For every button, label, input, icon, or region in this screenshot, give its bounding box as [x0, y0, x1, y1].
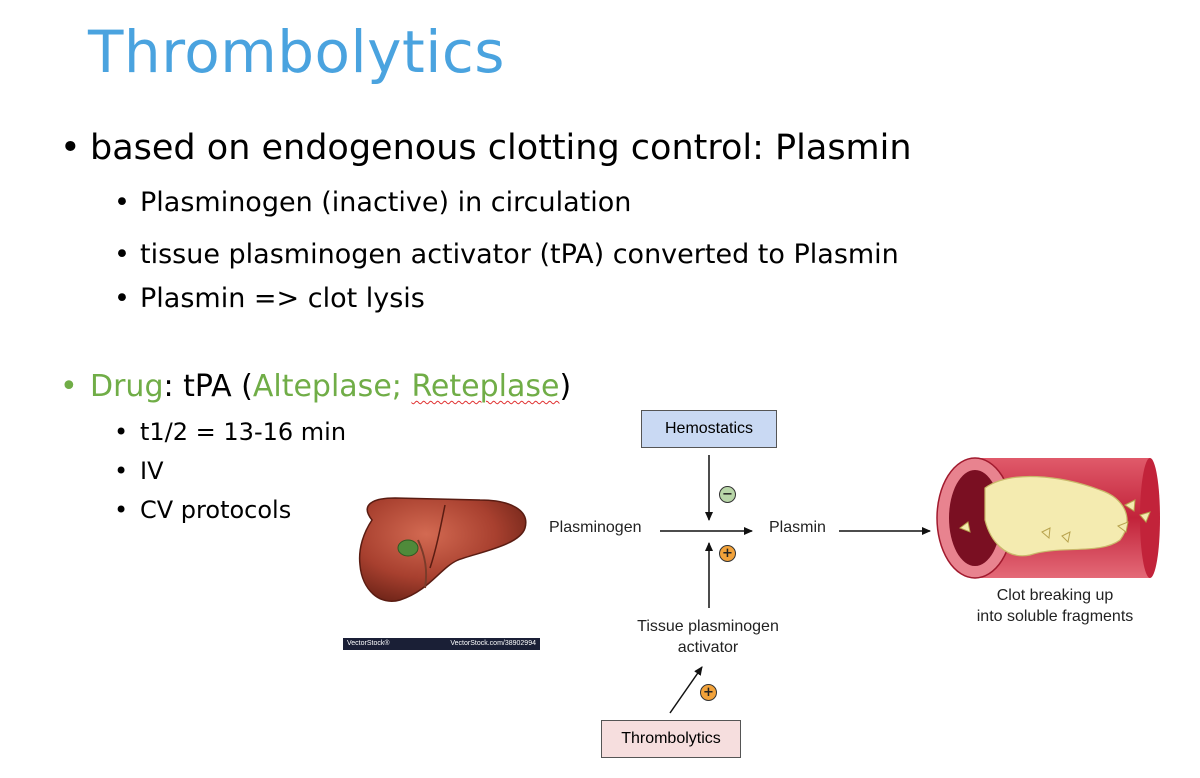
bullet-dot: •: [114, 457, 129, 485]
drug-item-text: CV protocols: [140, 496, 292, 524]
tpa-label-line2: activator: [677, 639, 739, 656]
drug-item-2: • IV: [114, 457, 164, 485]
drug-name-alteplase: Alteplase: [252, 369, 392, 404]
tpa-label: Tissue plasminogen activator: [620, 616, 796, 658]
sub-bullet-text: Plasmin => clot lysis: [140, 283, 425, 314]
vectorstock-watermark: VectorStock® VectorStock.com/38902994: [343, 638, 540, 650]
drug-item-1: • t1/2 = 13-16 min: [114, 418, 346, 446]
thrombolytics-box: Thrombolytics: [601, 720, 741, 758]
bullet-dot: •: [114, 496, 129, 524]
bullet-dot: •: [114, 239, 130, 270]
drug-name-reteplase: Reteplase: [411, 369, 560, 404]
drug-item-text: IV: [140, 457, 164, 485]
inhibit-sign: −: [719, 486, 736, 503]
bullet-dot: •: [60, 369, 78, 404]
clot-label: Clot breaking up into soluble fragments: [960, 585, 1150, 627]
bullet-dot: •: [114, 418, 129, 446]
watermark-brand: VectorStock®: [347, 640, 390, 647]
watermark-url: VectorStock.com/38902994: [450, 640, 536, 647]
plasmin-label: Plasmin: [769, 519, 826, 536]
bullet-dot: •: [60, 128, 81, 168]
sub-bullet-3: • Plasmin => clot lysis: [114, 283, 425, 314]
sub-bullet-1: • Plasminogen (inactive) in circulation: [114, 187, 631, 218]
main-bullet-text: based on endogenous clotting control: Pl…: [90, 128, 912, 168]
main-bullet: •based on endogenous clotting control: P…: [60, 128, 912, 168]
liver-illustration: [358, 497, 527, 602]
sub-bullet-text: Plasminogen (inactive) in circulation: [140, 187, 632, 218]
tpa-label-line1: Tissue plasminogen: [637, 618, 779, 635]
hemostatics-box: Hemostatics: [641, 410, 777, 448]
clot-label-line2: into soluble fragments: [976, 608, 1134, 625]
activate-sign-tpa: +: [719, 545, 736, 562]
activate-sign-thrombolytics: +: [700, 684, 717, 701]
drug-close-paren: ): [559, 369, 572, 404]
drug-separator: ;: [391, 369, 402, 404]
clot-label-line1: Clot breaking up: [996, 587, 1114, 604]
thrombolytics-arrow: [669, 666, 703, 714]
drug-item-text: t1/2 = 13-16 min: [140, 418, 347, 446]
slide-title: Thrombolytics: [88, 18, 505, 86]
thrombolytics-label: Thrombolytics: [621, 730, 721, 747]
vessel-illustration: [936, 457, 1160, 579]
sub-bullet-2: • tissue plasminogen activator (tPA) conv…: [114, 239, 899, 270]
plasminogen-label: Plasminogen: [549, 519, 642, 536]
drug-item-3: • CV protocols: [114, 496, 291, 524]
drug-bullet: • Drug: tPA (Alteplase; Reteplase): [60, 369, 571, 404]
bullet-dot: •: [114, 187, 130, 218]
hemostatics-label: Hemostatics: [664, 420, 754, 437]
sub-bullet-text: tissue plasminogen activator (tPA) conve…: [140, 239, 899, 270]
drug-colon-text: : tPA (: [163, 369, 253, 404]
bullet-dot: •: [114, 283, 130, 314]
drug-label: Drug: [90, 369, 164, 404]
